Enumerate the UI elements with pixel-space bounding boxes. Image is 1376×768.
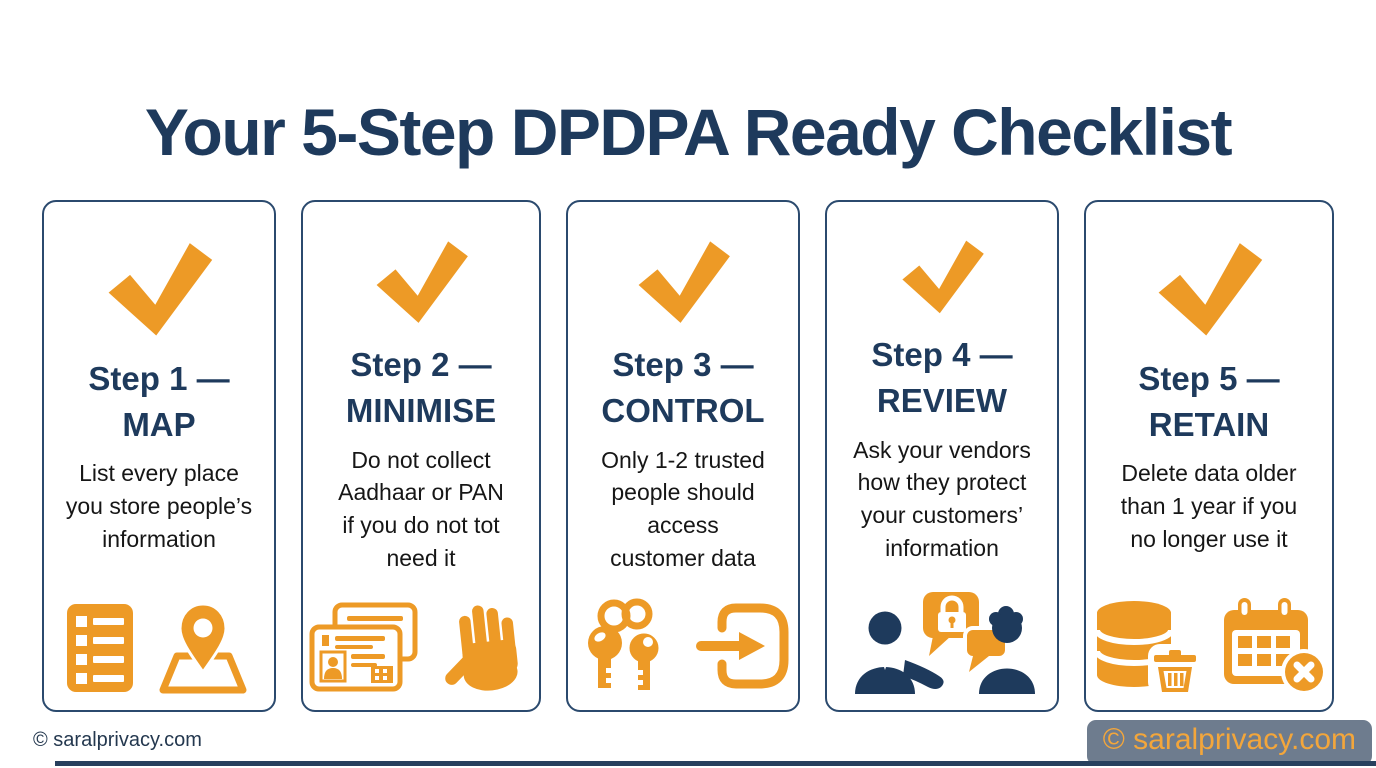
step-description: List every place you store people’s info… [65, 460, 253, 553]
step-number: Step 3 — [612, 346, 754, 384]
page-title: Your 5-Step DPDPA Ready Checklist [144, 95, 1233, 170]
step-heading: Step 5 — RETAIN [1138, 356, 1279, 448]
step-keyword: MAP [122, 406, 196, 444]
step-card-control: Step 3 — CONTROL Only 1-2 trusted people… [566, 200, 800, 712]
checklist-icon [67, 604, 133, 692]
check-icon [108, 243, 213, 336]
step-description: Do not collect Aadhaar or PAN if you do … [338, 446, 504, 572]
calendar-x-icon [1224, 598, 1326, 694]
step-heading: Step 2 — MINIMISE [346, 342, 496, 434]
step-description: Only 1-2 trusted people should access cu… [601, 446, 765, 572]
step-number: Step 4 — [871, 336, 1013, 374]
check-icon [1158, 243, 1263, 336]
steps-row: Step 1 — MAP List every place you store … [42, 200, 1334, 712]
map-pin-icon [159, 602, 247, 694]
step-number: Step 2 — [350, 346, 492, 384]
step-keyword: RETAIN [1148, 406, 1270, 444]
check-icon [638, 241, 730, 323]
step-number: Step 1 — [88, 360, 230, 397]
watermark-badge: © saralprivacy.com [1086, 720, 1372, 765]
check-icon [376, 241, 468, 323]
step-keyword: MINIMISE [345, 392, 497, 430]
step-card-review: Step 4 — REVIEW Ask your vendors how the… [825, 200, 1059, 712]
vendor-conversation-icon [855, 592, 1035, 694]
step-icons [849, 588, 1035, 694]
step-keyword: REVIEW [876, 382, 1008, 420]
step-heading: Step 1 — MAP [88, 356, 229, 448]
step-icons [65, 602, 253, 694]
step-description: Ask your vendors how they protect your c… [853, 436, 1031, 562]
login-icon [696, 603, 789, 689]
keys-icon [588, 598, 662, 690]
step-icons [574, 598, 792, 694]
step-keyword: CONTROL [601, 392, 765, 430]
id-cards-icon [309, 602, 418, 692]
step-icons [1092, 598, 1326, 694]
step-number: Step 5 — [1138, 360, 1280, 397]
step-card-retain: Step 5 — RETAIN Delete data older than 1… [1084, 200, 1334, 712]
database-delete-icon [1094, 601, 1200, 694]
step-card-minimise: Step 2 — MINIMISE Do not collect Aadhaar… [301, 200, 541, 712]
check-icon [902, 240, 984, 314]
bottom-border-line [55, 761, 1376, 766]
step-heading: Step 3 — CONTROL [601, 342, 764, 434]
step-heading: Step 4 — REVIEW [871, 332, 1012, 424]
step-icons [309, 598, 533, 694]
step-description: Delete data older than 1 year if you no … [1120, 460, 1298, 553]
step-card-map: Step 1 — MAP List every place you store … [42, 200, 276, 712]
copyright-text: © saralprivacy.com [33, 729, 202, 751]
stop-hand-icon [445, 605, 518, 691]
